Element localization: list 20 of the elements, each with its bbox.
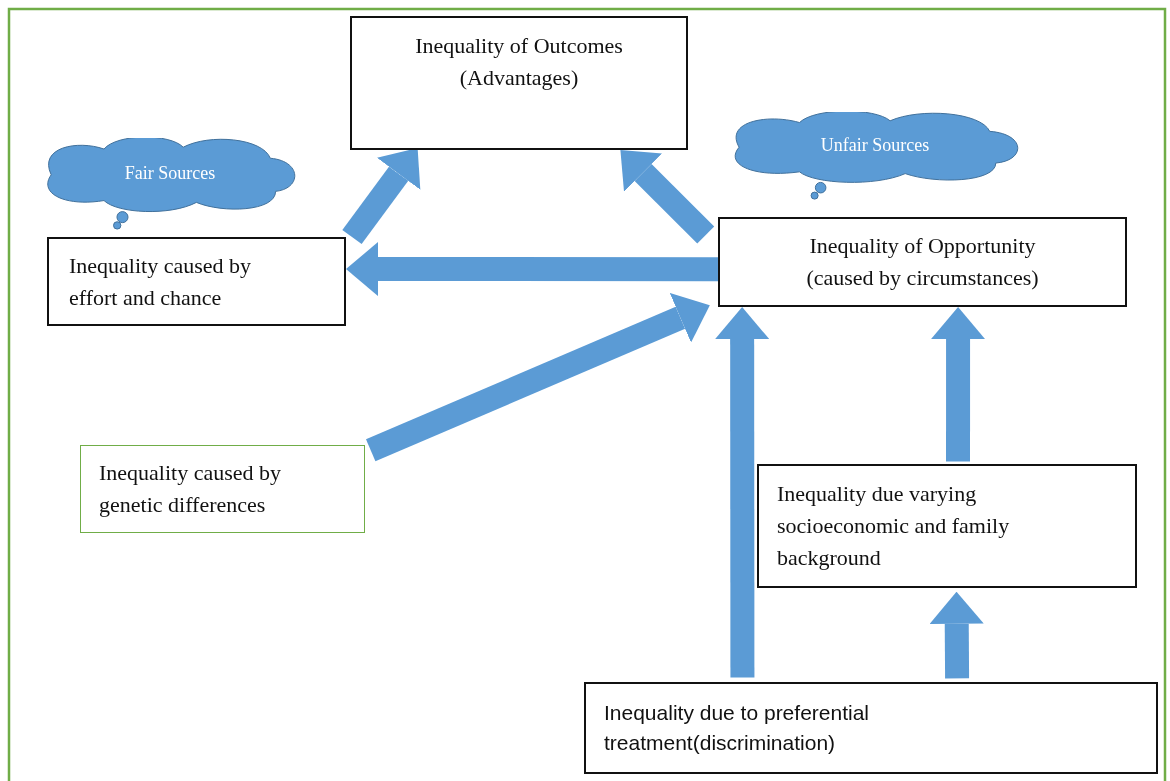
box-text: Inequality due to preferential treatment(discrimination)	[604, 699, 870, 756]
block-arrow	[715, 307, 770, 678]
box-text: Inequality of Opportunity (caused by circumstances)	[805, 232, 1040, 292]
process-box	[757, 464, 1137, 588]
cloud-label: Unfair Sources	[819, 135, 931, 157]
process-box	[80, 445, 365, 533]
box-text: Inequality caused by genetic differences	[99, 459, 283, 519]
block-arrow	[366, 292, 710, 462]
box-text: Inequality caused by effort and chance	[69, 251, 253, 312]
block-arrow	[342, 148, 421, 245]
block-arrow	[620, 150, 715, 244]
block-arrow	[929, 591, 984, 679]
cloud-label: Fair Sources	[123, 162, 217, 184]
block-arrow	[931, 307, 986, 462]
process-box	[47, 237, 346, 326]
process-box	[584, 682, 1158, 774]
outcome-box	[350, 16, 688, 150]
box-text: Inequality of Outcomes (Advantages)	[414, 32, 624, 92]
process-box	[718, 217, 1127, 307]
box-text: Inequality due varying socioeconomic and family background	[777, 480, 1011, 572]
